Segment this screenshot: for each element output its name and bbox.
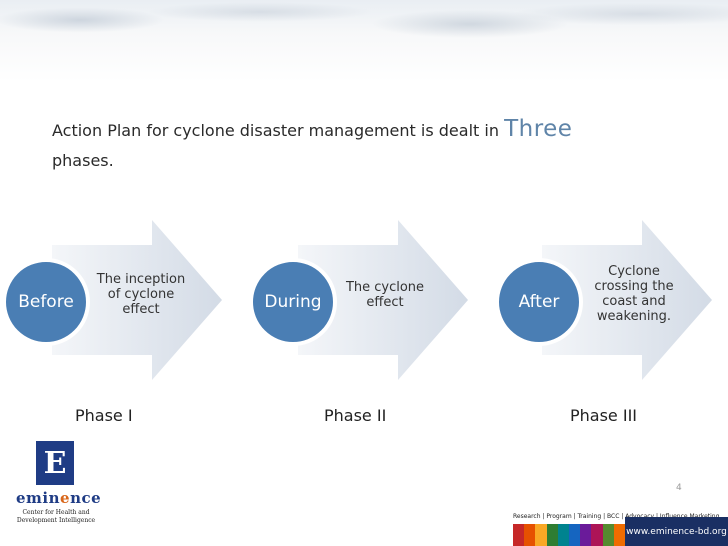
logo-word-pre: emin xyxy=(16,489,61,507)
phases-diagram xyxy=(52,220,712,380)
logo-wordmark: eminence xyxy=(16,489,101,507)
footer-stripe-5 xyxy=(557,524,570,546)
footer-stripe-9 xyxy=(602,524,614,546)
phase-2-description: The cyclone effect xyxy=(345,280,425,310)
logo-letter: E xyxy=(36,441,74,485)
phase-2-label: Phase II xyxy=(324,406,387,425)
footer-tagline: Research | Program | Training | BCC | Ad… xyxy=(513,513,720,520)
footer-stripe-8 xyxy=(591,524,603,546)
headline-text: Action Plan for cyclone disaster managem… xyxy=(52,121,499,140)
phase-1-circle: Before xyxy=(2,258,90,346)
phase-1-label: Phase I xyxy=(75,406,133,425)
phase-1-description: The inception of cyclone effect xyxy=(96,272,186,317)
logo-word-highlight: e xyxy=(60,489,71,507)
logo-subtitle: Center for Health and Development Intell… xyxy=(16,509,96,524)
footer-stripe-7 xyxy=(580,524,592,546)
page-number: 4 xyxy=(676,483,682,493)
footer-stripe-4 xyxy=(546,524,558,546)
footer-stripe-1 xyxy=(513,524,525,546)
phase-arrow-2 xyxy=(298,220,468,380)
phase-3-circle: After xyxy=(495,258,583,346)
eminence-logo: E eminence Center for Health and Develop… xyxy=(16,441,101,531)
phase-arrow-3 xyxy=(542,220,712,380)
phase-3-description: Cyclone crossing the coast and weakening… xyxy=(594,264,674,324)
phase-2-circle: During xyxy=(249,258,337,346)
sky-banner xyxy=(0,0,728,82)
footer-color-stripes xyxy=(513,524,626,546)
logo-word-post: nce xyxy=(70,489,102,507)
headline: Action Plan for cyclone disaster managem… xyxy=(52,114,702,176)
headline-text-after: phases. xyxy=(52,151,114,170)
headline-highlight: Three xyxy=(504,116,573,142)
phase-arrow-1 xyxy=(52,220,222,380)
phase-3-label: Phase III xyxy=(570,406,638,425)
footer-stripe-3 xyxy=(535,524,547,546)
footer-stripe-2 xyxy=(524,524,536,546)
footer-url: www.eminence-bd.org xyxy=(625,517,728,546)
footer-stripe-6 xyxy=(569,524,581,546)
footer-stripe-10 xyxy=(613,524,626,546)
